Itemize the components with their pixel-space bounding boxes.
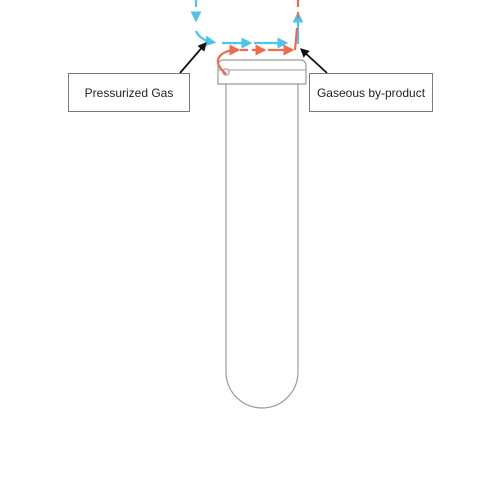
- byproduct-rise: [293, 27, 299, 51]
- gaseous-byproduct-label: Gaseous by-product: [316, 85, 426, 100]
- test-tube-cap: [217, 59, 307, 85]
- pressurized-gas-flow: [190, 0, 304, 49]
- byproduct-loop: [216, 44, 241, 75]
- byproduct-flow: [216, 0, 300, 75]
- test-tube-body: [225, 84, 299, 409]
- gaseous-byproduct-label-box: Gaseous by-product: [309, 73, 433, 112]
- pressurized-gas-pointer: [179, 41, 207, 74]
- pressurized-gas-label-box: Pressurized Gas: [68, 73, 190, 112]
- gas-inlet-curve: [194, 30, 217, 47]
- pressurized-gas-label: Pressurized Gas: [84, 85, 174, 100]
- byproduct-pointer: [300, 48, 328, 74]
